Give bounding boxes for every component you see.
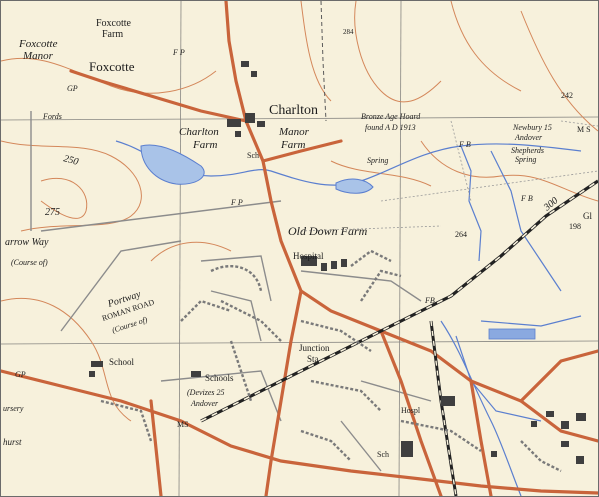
label-contour-250: 250 [62,153,79,168]
label-school: School [109,357,135,367]
label-foxcotte-farm-2: Farm [102,29,123,40]
label-spot-284: 284 [343,28,354,36]
water-channel-pool [335,178,374,194]
label-manor-farm-2: Farm [280,139,306,151]
label-devizes: (Devizes 25 [187,388,225,397]
water-beds [488,328,536,340]
label-spot-264: 264 [455,230,467,239]
label-foxcotte-farm: Foxcotte [96,18,132,29]
label-junction-2: Sta [307,354,319,364]
label-newbury-2: Andover [514,133,543,142]
label-course-of-left: (Course of) [11,258,48,267]
label-fb-2: F B [520,194,533,203]
buildings [89,61,586,464]
label-old-down-farm: Old Down Farm [288,224,368,238]
label-gp-left: GP [15,370,26,379]
label-sch-bottom: Sch [377,450,389,459]
river-pond [140,144,205,185]
field-boundaries [300,120,598,232]
label-devizes-2: Andover [190,399,219,408]
label-fb-3: FB [424,296,435,305]
label-newbury: Newbury 15 [512,123,552,132]
label-hospital: Hospital [293,251,324,261]
label-foxcotte-manor-2: Manor [22,50,54,62]
label-nursery: ursery [3,404,24,413]
label-harrow-way: arrow Way [5,237,49,248]
label-foxcotte-manor: Foxcotte [18,38,58,50]
label-schools: Schools [205,373,234,383]
label-fords: Fords [42,112,62,121]
label-shepherds-spring-2: Spring [515,155,536,164]
label-charlton: Charlton [269,103,318,118]
label-charlton-farm: Charlton [179,126,219,138]
label-spring-mid: Spring [367,156,388,165]
label-fp-top: F P [172,48,185,57]
minor-roads [30,111,432,472]
label-ms-bottom: MS [177,420,189,429]
label-junction: Junction [299,343,330,353]
label-manor-farm: Manor [278,126,310,138]
label-sch-top: Sch [247,151,259,160]
label-fb-1: F B [458,140,471,149]
label-hurst: hurst [3,437,22,447]
label-foxcotte: Foxcotte [89,59,135,74]
label-contour-300: 300 [541,195,560,214]
terraced-housing [100,249,562,473]
label-spot-198: 198 [569,222,581,231]
label-bronze-hoard: Bronze Age Hoard [361,112,421,121]
label-gp-top: GP [67,84,78,93]
label-hospl: Hospl [401,406,421,415]
label-shepherds-spring: Shepherds [511,146,544,155]
label-charlton-farm-2: Farm [192,139,218,151]
label-ms-right: M S [577,125,591,134]
label-contour-275: 275 [45,207,60,218]
label-gl-right: Gl [583,211,592,221]
label-fp-mid: F P [230,198,243,207]
label-spot-242: 242 [561,91,573,100]
contour-lines [1,1,598,422]
label-bronze-hoard-2: found A D 1913 [365,123,416,132]
